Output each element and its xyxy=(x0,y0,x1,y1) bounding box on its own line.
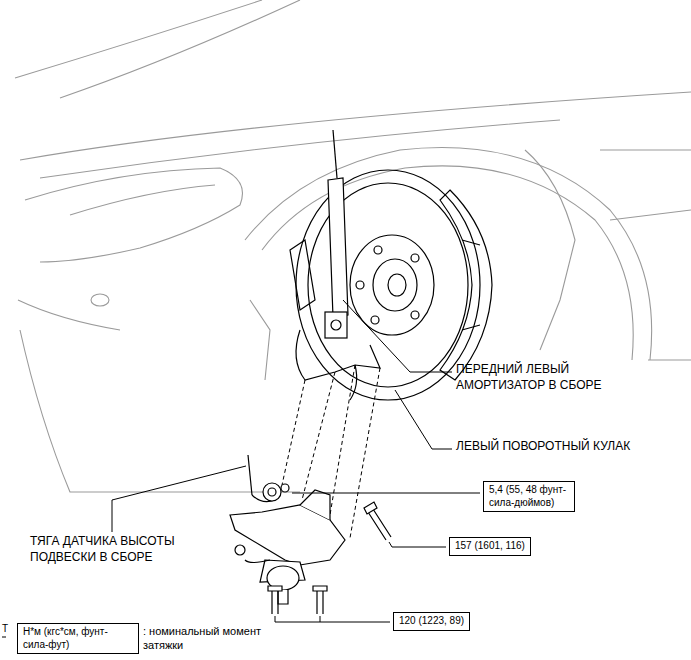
part-name: ЛЕВЫЙ ПОВОРОТНЫЙ КУЛАК xyxy=(456,439,631,455)
torque-value: 120 (1223, 89) xyxy=(399,615,464,628)
torque-box: 5,4 (55, 48 фунт-сила-дюймов) xyxy=(483,481,575,512)
part-name: ТЯГА ДАТЧИКА ВЫСОТЫ ПОДВЕСКИ В СБОРЕ xyxy=(30,534,215,565)
torque-box: 157 (1601, 116) xyxy=(449,537,531,556)
torque-box: 120 (1223, 89) xyxy=(393,612,470,631)
torque-value: 5,4 (55, 48 фунт-сила-дюймов) xyxy=(489,484,569,509)
figure-code: T xyxy=(2,622,14,635)
legend-torque-box: Н*м (кгс*см, фунт-сила-фут) xyxy=(17,623,139,654)
torque-value: Н*м (кгс*см, фунт-сила-фут) xyxy=(23,626,133,651)
part-name: ПЕРЕДНИЙ ЛЕВЫЙ АМОРТИЗАТОР В СБОРЕ xyxy=(456,362,661,393)
torque-value: 157 (1601, 116) xyxy=(455,540,525,553)
legend-note: : номинальный момент затяжки xyxy=(143,624,273,653)
